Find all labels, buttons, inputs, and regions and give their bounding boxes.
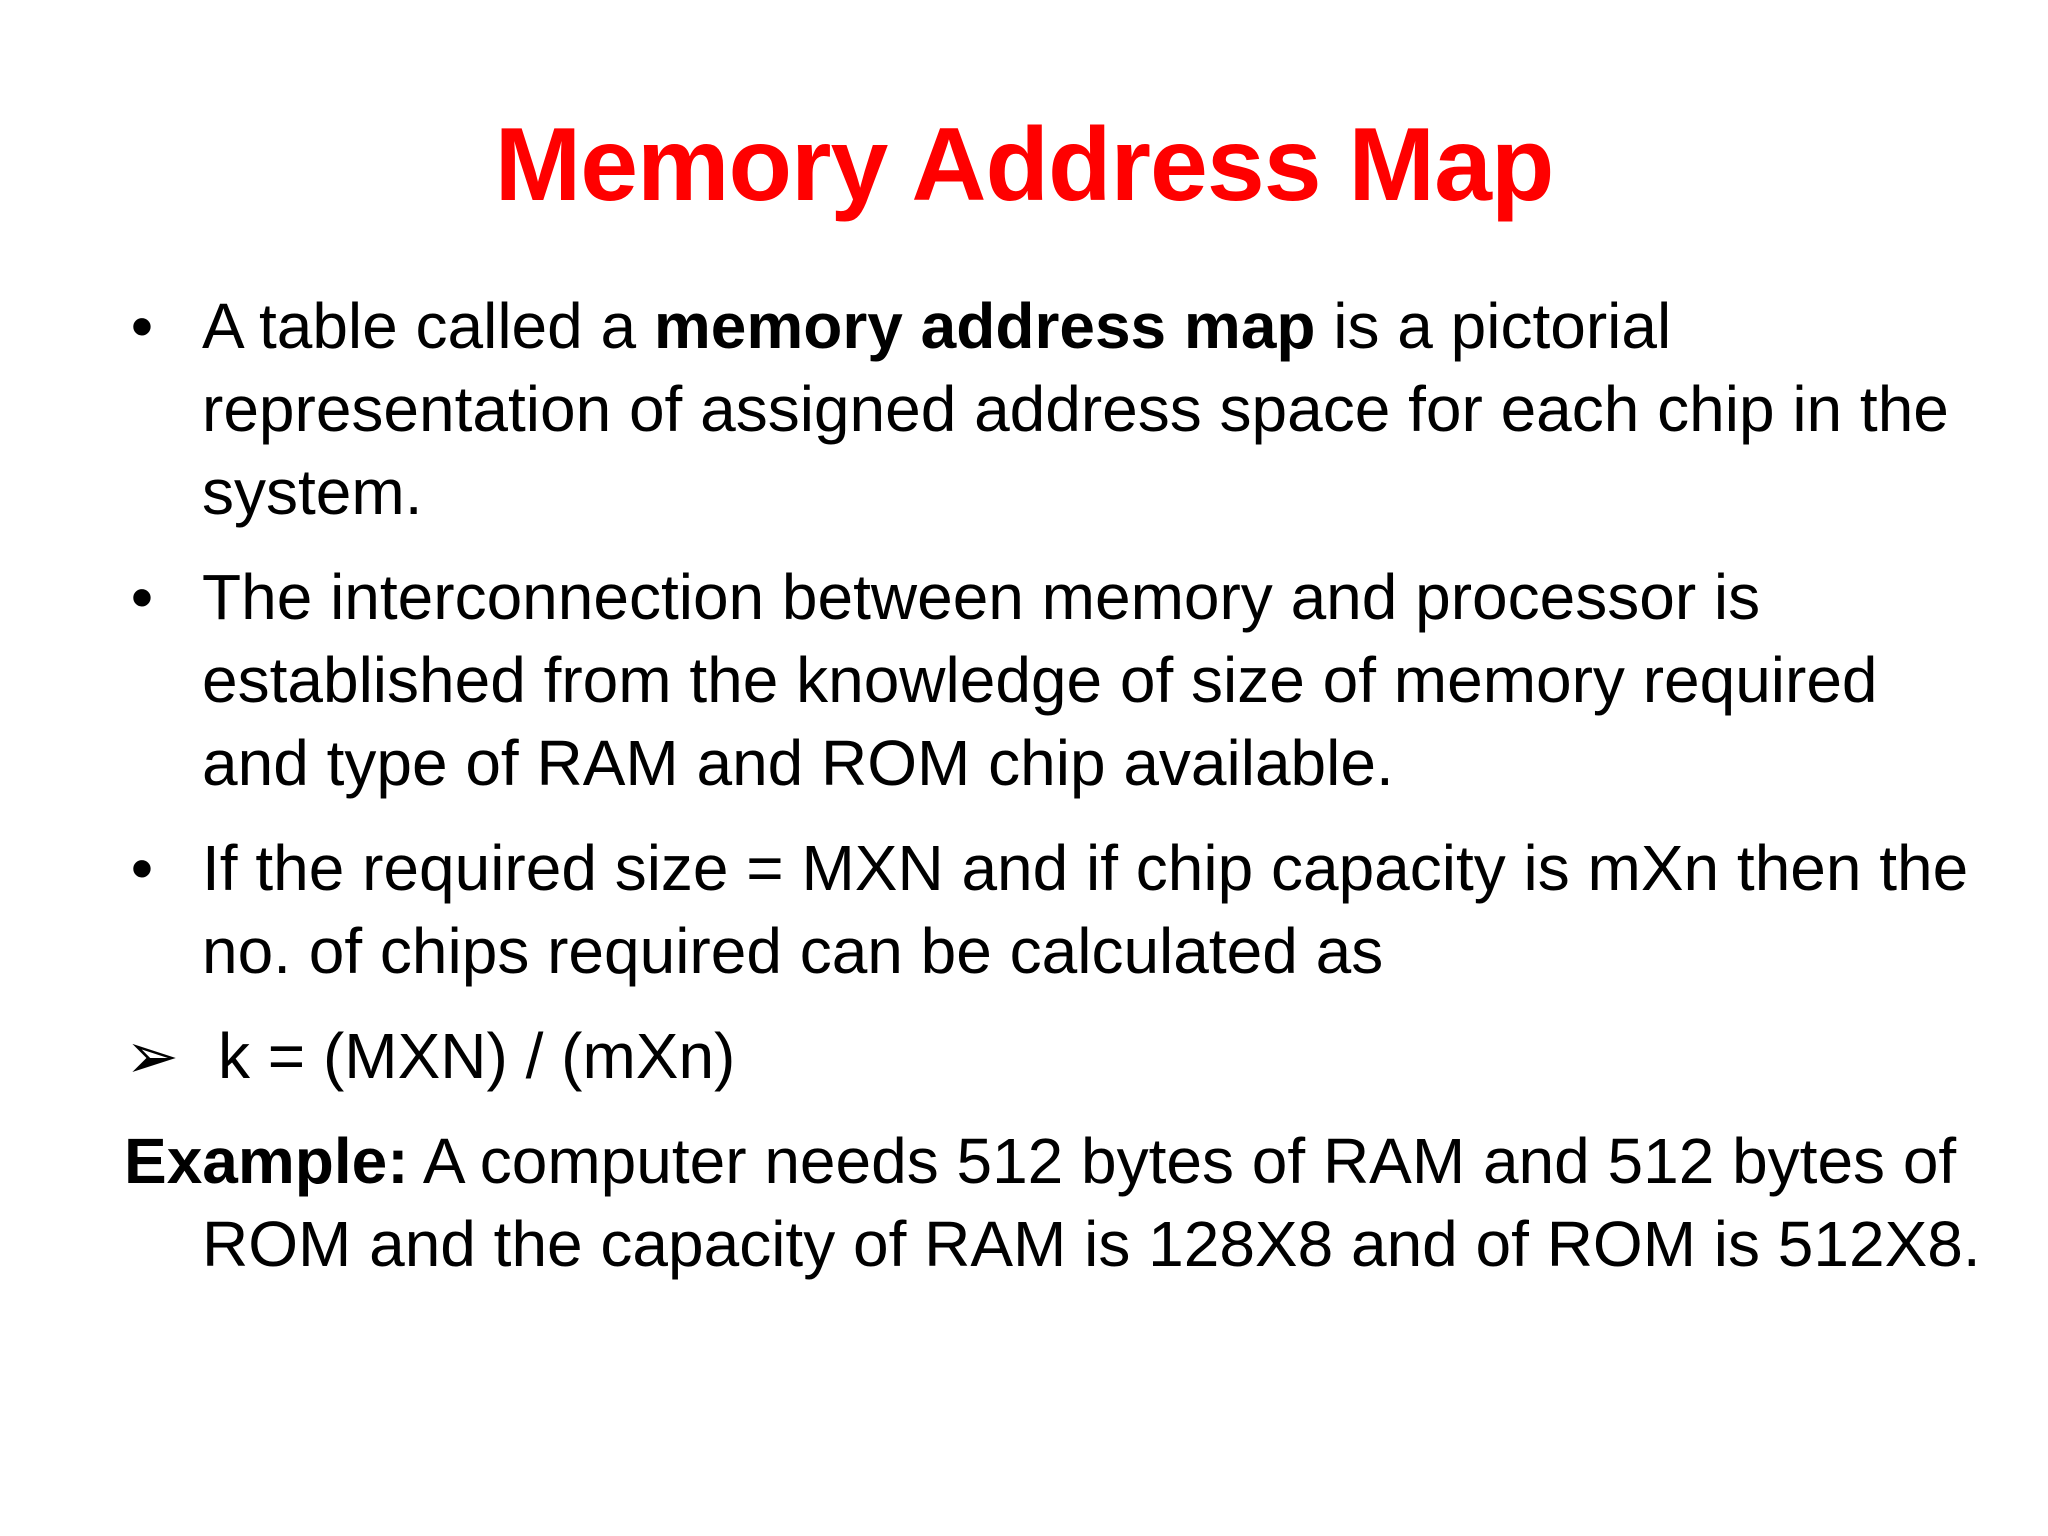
arrow-bullet-icon: ➢ <box>125 1020 179 1092</box>
example-label: Example: <box>124 1125 409 1197</box>
slide-body: • A table called a memory address map is… <box>0 285 2048 1308</box>
bullet-dot-icon: • <box>130 561 154 633</box>
bullet-dot-icon: • <box>130 290 154 362</box>
formula-item: ➢ k = (MXN) / (mXn) <box>0 1015 2048 1098</box>
bullet-text-post: is a pictorial representation of assigne… <box>202 290 1949 528</box>
bullet-item-2: • The interconnection between memory and… <box>0 556 2048 805</box>
bullet-text-bold: memory address map <box>653 290 1316 362</box>
example-paragraph: Example: A computer needs 512 bytes of R… <box>0 1120 2048 1286</box>
example-text: A computer needs 512 bytes of RAM and 51… <box>202 1125 1981 1280</box>
slide-title: Memory Address Map <box>494 107 1555 223</box>
bullet-item-1: • A table called a memory address map is… <box>0 285 2048 534</box>
bullet-item-3: • If the required size = MXN and if chip… <box>0 827 2048 993</box>
bullet-text: The interconnection between memory and p… <box>202 561 1878 799</box>
bullet-dot-icon: • <box>130 832 154 904</box>
formula-text: k = (MXN) / (mXn) <box>218 1020 736 1092</box>
bullet-text-pre: A table called a <box>202 290 654 362</box>
bullet-text: If the required size = MXN and if chip c… <box>202 832 1969 987</box>
